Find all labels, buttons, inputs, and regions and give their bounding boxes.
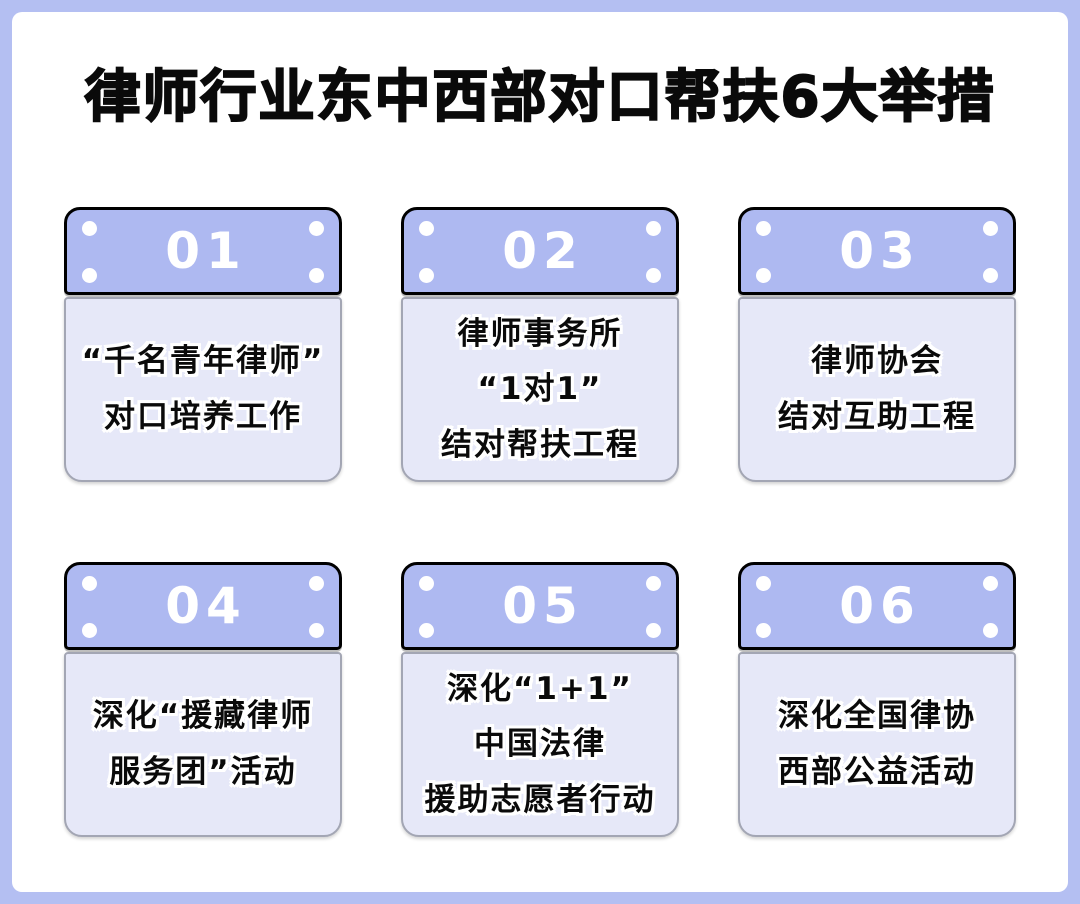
pin-hole-dot bbox=[983, 576, 998, 591]
pin-hole-dot bbox=[82, 221, 97, 236]
card-text-line: 深化“援藏律师 bbox=[92, 698, 314, 735]
card-04-header: 04 bbox=[64, 562, 342, 650]
card-text-line: 对口培养工作 bbox=[104, 399, 302, 435]
card-02-body: 律师事务所 “1对1” 结对帮扶工程 bbox=[401, 297, 679, 482]
pin-hole-dot bbox=[646, 221, 661, 236]
card-06-body: 深化全国律协 西部公益活动 bbox=[738, 652, 1016, 837]
pin-hole-dot bbox=[756, 576, 771, 591]
card-05-body: 深化“1+1” 中国法律 援助志愿者行动 bbox=[401, 652, 679, 837]
pin-hole-dot bbox=[983, 221, 998, 236]
card-number: 02 bbox=[502, 222, 584, 280]
card-text-line: 深化全国律协 bbox=[778, 698, 976, 735]
card-text-line: 援助志愿者行动 bbox=[424, 781, 656, 818]
card-06: 06 深化全国律协 西部公益活动 bbox=[738, 562, 1016, 837]
pin-hole-dot bbox=[646, 576, 661, 591]
card-text-line: 服务团”活动 bbox=[109, 754, 297, 790]
card-02-header: 02 bbox=[401, 207, 679, 295]
pin-hole-dot bbox=[419, 623, 434, 638]
pin-hole-dot bbox=[309, 268, 324, 283]
card-05-header: 05 bbox=[401, 562, 679, 650]
card-text-line: “1对1” bbox=[477, 371, 603, 408]
card-06-header: 06 bbox=[738, 562, 1016, 650]
card-03-body: 律师协会 结对互助工程 bbox=[738, 297, 1016, 482]
pin-hole-dot bbox=[756, 268, 771, 283]
pin-hole-dot bbox=[983, 268, 998, 283]
pin-hole-dot bbox=[646, 623, 661, 638]
pin-hole-dot bbox=[419, 576, 434, 591]
card-01-body: “千名青年律师” 对口培养工作 bbox=[64, 297, 342, 482]
pin-hole-dot bbox=[756, 221, 771, 236]
card-number: 03 bbox=[839, 222, 921, 280]
card-text-line: 西部公益活动 bbox=[778, 754, 976, 790]
card-text-line: 律师事务所 bbox=[457, 315, 623, 352]
card-number: 04 bbox=[165, 577, 247, 635]
pin-hole-dot bbox=[82, 268, 97, 283]
card-05: 05 深化“1+1” 中国法律 援助志愿者行动 bbox=[401, 562, 679, 837]
card-04: 04 深化“援藏律师 服务团”活动 bbox=[64, 562, 342, 837]
card-04-body: 深化“援藏律师 服务团”活动 bbox=[64, 652, 342, 837]
card-03: 03 律师协会 结对互助工程 bbox=[738, 207, 1016, 482]
card-01: 01 “千名青年律师” 对口培养工作 bbox=[64, 207, 342, 482]
card-text-line: 结对互助工程 bbox=[778, 399, 976, 435]
card-text-line: 中国法律 bbox=[474, 726, 606, 763]
card-01-header: 01 bbox=[64, 207, 342, 295]
pin-hole-dot bbox=[983, 623, 998, 638]
card-text-line: 结对帮扶工程 bbox=[441, 426, 639, 463]
pin-hole-dot bbox=[419, 221, 434, 236]
card-text-line: 深化“1+1” bbox=[447, 670, 633, 707]
pin-hole-dot bbox=[309, 623, 324, 638]
card-text-line: 律师协会 bbox=[811, 343, 943, 380]
card-number: 01 bbox=[165, 222, 247, 280]
pin-hole-dot bbox=[646, 268, 661, 283]
card-number: 06 bbox=[839, 577, 921, 635]
card-03-header: 03 bbox=[738, 207, 1016, 295]
pin-hole-dot bbox=[756, 623, 771, 638]
pin-hole-dot bbox=[309, 221, 324, 236]
card-number: 05 bbox=[502, 577, 584, 635]
pin-hole-dot bbox=[309, 576, 324, 591]
pin-hole-dot bbox=[419, 268, 434, 283]
cards-grid: 01 “千名青年律师” 对口培养工作 02 律师事务所 “1对1” 结对帮扶工程 bbox=[12, 207, 1068, 837]
card-text-line: “千名青年律师” bbox=[81, 343, 325, 380]
page-frame: 律师行业东中西部对口帮扶6大举措 01 “千名青年律师” 对口培养工作 02 bbox=[12, 12, 1068, 892]
pin-hole-dot bbox=[82, 576, 97, 591]
card-02: 02 律师事务所 “1对1” 结对帮扶工程 bbox=[401, 207, 679, 482]
pin-hole-dot bbox=[82, 623, 97, 638]
page-title: 律师行业东中西部对口帮扶6大举措 bbox=[84, 64, 996, 131]
